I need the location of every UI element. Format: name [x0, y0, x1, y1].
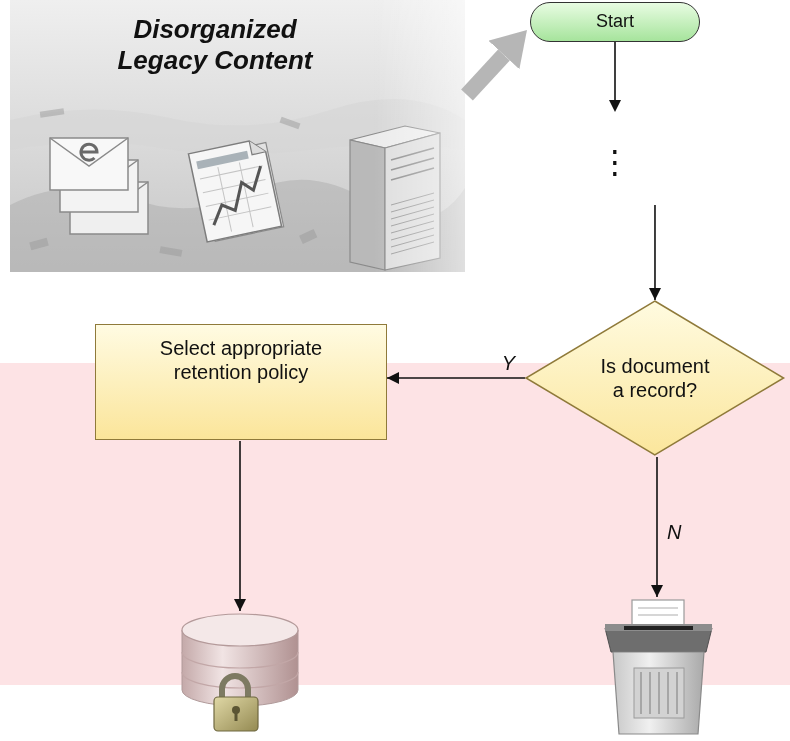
lock-keyhole: [235, 711, 238, 721]
diamond-outline: [525, 300, 785, 456]
paper-strip: [658, 672, 660, 714]
edge-label-text: Y: [502, 353, 515, 373]
paper-line: [638, 607, 678, 609]
paper-strip: [649, 672, 651, 714]
database-top: [182, 614, 298, 646]
paper-strip: [640, 672, 642, 714]
decision-diamond: Is document a record?: [525, 300, 785, 456]
diamond-shape: [526, 301, 784, 455]
node-text: Select appropriate retention policy: [141, 336, 341, 384]
branch-label: Y: [502, 353, 515, 373]
database-ring: [182, 652, 298, 668]
node-text: Is document a record?: [596, 354, 714, 402]
flow-arrow: [656, 457, 658, 597]
bin-window: [634, 668, 684, 718]
lock-shackle: [222, 676, 248, 699]
continuation-dots: ⋮: [599, 146, 631, 178]
process-box: Select appropriate retention policy: [95, 324, 387, 440]
flow-block-arrow: [467, 55, 504, 95]
shredder-head: [605, 628, 712, 652]
shredder-slot: [624, 626, 693, 630]
branch-label: N: [667, 521, 681, 544]
paper-strip: [667, 672, 669, 714]
shredder-lid: [605, 624, 712, 631]
paper-strip: [676, 672, 678, 714]
node-text: Start: [596, 11, 634, 33]
panel-heading: Disorganized Legacy Content: [95, 14, 335, 76]
content-panel: Disorganized Legacy Content: [10, 0, 465, 272]
lock-body: [214, 697, 258, 731]
panel-ground: [10, 0, 465, 272]
flow-arrow: [239, 441, 241, 611]
paper-strips: [641, 672, 677, 714]
terminator-pill: Start: [530, 2, 700, 42]
panel-fade: [10, 0, 465, 272]
flow-arrow: [387, 377, 525, 379]
records-database-icon: [182, 614, 298, 731]
label-text: N: [667, 521, 681, 544]
paper-line: [638, 614, 678, 616]
edge-label-text: ⋮: [599, 146, 631, 178]
shredder-icon: [605, 600, 712, 734]
shredder-bin: [613, 652, 704, 734]
